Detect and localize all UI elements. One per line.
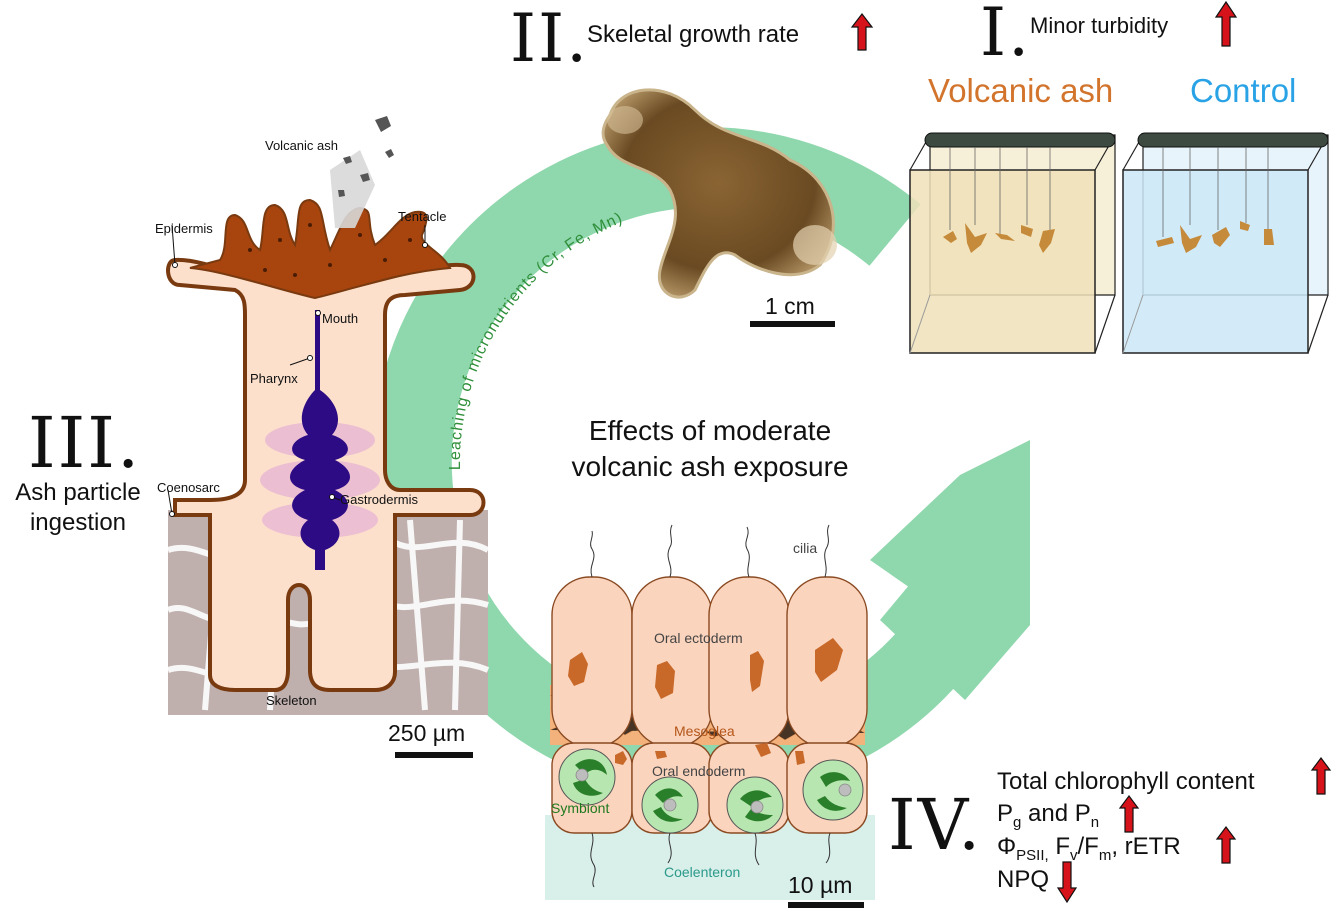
tank-control-label: Control bbox=[1190, 72, 1297, 109]
step4-item-1: Total chlorophyll content bbox=[997, 768, 1254, 796]
coral-scale-label: 1 cm bbox=[765, 293, 815, 319]
coral-scale-bar bbox=[750, 321, 835, 327]
label-tentacle: Tentacle bbox=[398, 209, 447, 224]
step3-text: Ash particle ingestion bbox=[0, 478, 156, 538]
step4-item-3-mid2: /F bbox=[1077, 833, 1099, 860]
label-gastrodermis: Gastrodermis bbox=[340, 492, 419, 507]
step2-up-arrow-icon bbox=[850, 13, 874, 51]
diagram-title: Effects of moderate volcanic ash exposur… bbox=[560, 413, 860, 486]
step4-item-4: NPQ bbox=[997, 866, 1049, 894]
step4-item-2-sub2: n bbox=[1090, 813, 1100, 831]
label-oral-ectoderm: Oral ectoderm bbox=[654, 630, 743, 646]
label-epidermis: Epidermis bbox=[155, 221, 213, 236]
label-mesoglea: Mesoglea bbox=[674, 723, 735, 739]
step4-item-1-up-arrow-icon bbox=[1310, 757, 1332, 795]
step2-numeral: II. bbox=[510, 0, 590, 77]
step4-item-4-down-arrow-icon bbox=[1056, 861, 1078, 904]
step4-item-2-up-arrow-icon bbox=[1118, 795, 1140, 833]
step4-item-1-text: Total chlorophyll content bbox=[997, 768, 1255, 795]
step3-numeral: III. bbox=[28, 402, 142, 484]
step4-numeral: IV. bbox=[888, 784, 983, 866]
step1-up-arrow-icon bbox=[1214, 0, 1238, 47]
tissue-cross-section bbox=[545, 524, 875, 900]
label-symbiont: Symbiont bbox=[551, 800, 610, 816]
step1-numeral: I. bbox=[980, 0, 1032, 71]
ash-beam bbox=[330, 150, 375, 228]
label-coelenteron: Coelenteron bbox=[664, 864, 741, 880]
label-mouth: Mouth bbox=[322, 311, 359, 326]
title-line-2: volcanic ash exposure bbox=[571, 451, 849, 483]
step4-item-3-sub1: PSII, bbox=[1016, 846, 1049, 864]
step3-text-line2: ingestion bbox=[29, 509, 127, 536]
step4-item-2-main: P bbox=[997, 800, 1014, 827]
label-skeleton: Skeleton bbox=[266, 693, 317, 708]
step4-item-3-sub3: m bbox=[1098, 846, 1112, 864]
polyp-illustration bbox=[166, 116, 490, 715]
title-line-1: Effects of moderate bbox=[588, 415, 832, 446]
step1-text: Minor turbidity bbox=[1030, 13, 1169, 38]
tissue-scale-label: 10 µm bbox=[788, 872, 853, 898]
pharynx-gastro bbox=[290, 310, 350, 570]
step4-item-3-tail: , rETR bbox=[1111, 833, 1181, 860]
label-cilia: cilia bbox=[793, 540, 818, 556]
step4-item-2-mid: and P bbox=[1021, 800, 1091, 827]
step4-item-2: Pg and Pn bbox=[997, 800, 1099, 831]
tissue-scale-bar bbox=[788, 902, 864, 908]
step4-item-3-sub2: v bbox=[1070, 846, 1078, 864]
tank-ash bbox=[909, 132, 1116, 354]
step4-item-3-up-arrow-icon bbox=[1215, 826, 1237, 864]
step4-item-3-main: Φ bbox=[997, 833, 1017, 860]
step4-item-4-text: NPQ bbox=[997, 866, 1050, 893]
polyp-scale-label: 250 µm bbox=[388, 720, 466, 746]
step2-text: Skeletal growth rate bbox=[587, 21, 800, 48]
tank-control bbox=[1122, 132, 1329, 354]
label-coenosarc: Coenosarc bbox=[157, 480, 220, 495]
label-volcanic-ash: Volcanic ash bbox=[265, 138, 338, 153]
step4-item-3: ΦPSII, Fv/Fm, rETR bbox=[997, 833, 1181, 864]
tank-ash-label: Volcanic ash bbox=[928, 72, 1114, 109]
polyp-scale-bar bbox=[395, 752, 473, 758]
label-oral-endoderm: Oral endoderm bbox=[652, 763, 746, 779]
step3-text-line1: Ash particle bbox=[15, 479, 141, 506]
step4-item-3-mid: F bbox=[1048, 833, 1070, 860]
step4-item-2-sub1: g bbox=[1013, 813, 1022, 831]
label-pharynx: Pharynx bbox=[250, 371, 298, 386]
coral-fragment-image bbox=[601, 88, 837, 299]
